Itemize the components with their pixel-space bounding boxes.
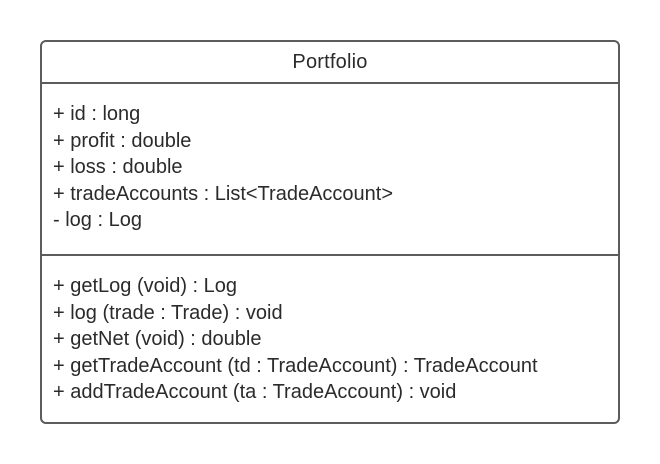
class-name: Portfolio (292, 50, 368, 73)
operation-log: + log (trade : Trade) : void (53, 301, 283, 324)
uml-class-box[interactable]: Portfolio + id : long + profit : double … (40, 40, 620, 424)
operation-get-net: + getNet (void) : double (53, 328, 262, 351)
operation-add-trade-account: + addTradeAccount (ta : TradeAccount) : … (53, 381, 457, 404)
attribute-loss: + loss : double (53, 156, 183, 179)
attribute-id: + id : long (53, 103, 141, 125)
attributes-compartment: + id : long + profit : double + loss : d… (42, 84, 618, 256)
attribute-trade-accounts: + tradeAccounts : List<TradeAccount> (53, 182, 394, 205)
attribute-profit: + profit : double (53, 129, 192, 152)
operation-get-trade-account: + getTradeAccount (td : TradeAccount) : … (53, 354, 538, 377)
attribute-log: - log : Log (53, 209, 142, 232)
operations-compartment: + getLog (void) : Log + log (trade : Tra… (42, 256, 618, 422)
class-name-header: Portfolio (42, 42, 618, 84)
operation-get-log: + getLog (void) : Log (53, 275, 238, 297)
